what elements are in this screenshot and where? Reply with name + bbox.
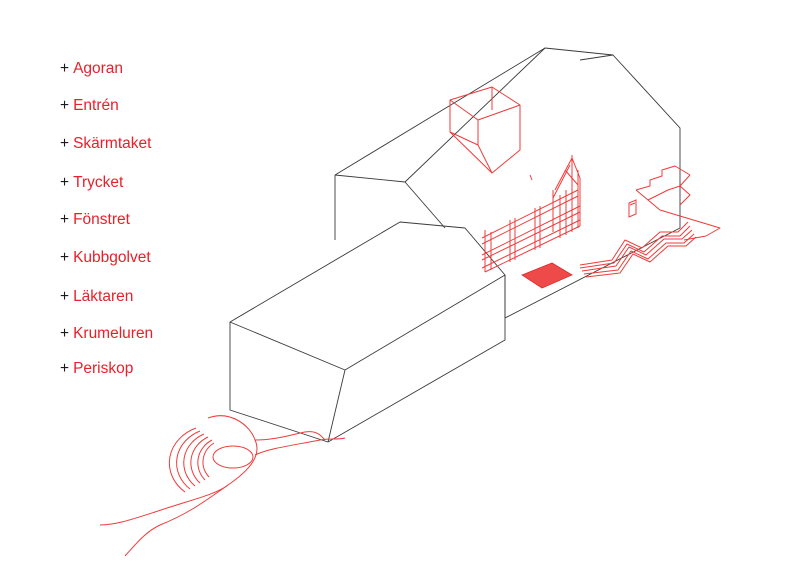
- krumeluren-path: [99, 415, 346, 557]
- periskop-rings: [168, 427, 254, 493]
- legend-label-laktaren: Läktaren: [73, 288, 134, 305]
- legend-label-entren: Entrén: [73, 97, 119, 114]
- plus-icon: +: [60, 211, 70, 228]
- plus-icon: +: [60, 97, 70, 114]
- legend-label-periskop: Periskop: [73, 360, 134, 377]
- legend-item-krumeluren[interactable]: +Krumeluren: [60, 323, 153, 345]
- legend-label-trycket: Trycket: [73, 174, 124, 191]
- plus-icon: +: [60, 360, 70, 377]
- legend-item-trycket[interactable]: +Trycket: [60, 172, 123, 194]
- legend-item-periskop[interactable]: +Periskop: [60, 358, 133, 380]
- legend-item-entren[interactable]: +Entrén: [60, 95, 119, 117]
- legend-label-krumeluren: Krumeluren: [73, 325, 154, 342]
- plus-icon: +: [60, 249, 70, 266]
- laktaren-zigzag: [579, 221, 697, 278]
- agoran-roof-box: [449, 86, 521, 174]
- legend-label-fonstret: Fönstret: [73, 211, 130, 228]
- plus-icon: +: [60, 325, 70, 342]
- plus-icon: +: [60, 288, 70, 305]
- legend-item-fonstret[interactable]: +Fönstret: [60, 209, 130, 231]
- legend-label-skarmtaket: Skärmtaket: [73, 135, 152, 152]
- skarmtaket-scaffold: [481, 155, 581, 273]
- trycket-stairs: [635, 165, 721, 241]
- kubbgolvet-floor: [521, 262, 573, 289]
- fonstret-window: [628, 199, 637, 218]
- legend-label-agoran: Agoran: [73, 60, 124, 77]
- plus-icon: +: [60, 135, 70, 152]
- legend-item-kubbgolvet[interactable]: +Kubbgolvet: [60, 247, 151, 269]
- main-building: [334, 47, 681, 319]
- legend-item-agoran[interactable]: +Agoran: [60, 58, 123, 80]
- legend-label-kubbgolvet: Kubbgolvet: [73, 249, 151, 266]
- legend-item-laktaren[interactable]: +Läktaren: [60, 286, 133, 308]
- front-building: [229, 221, 506, 443]
- plus-icon: +: [60, 60, 70, 77]
- legend-item-skarmtaket[interactable]: +Skärmtaket: [60, 133, 151, 155]
- plus-icon: +: [60, 174, 70, 191]
